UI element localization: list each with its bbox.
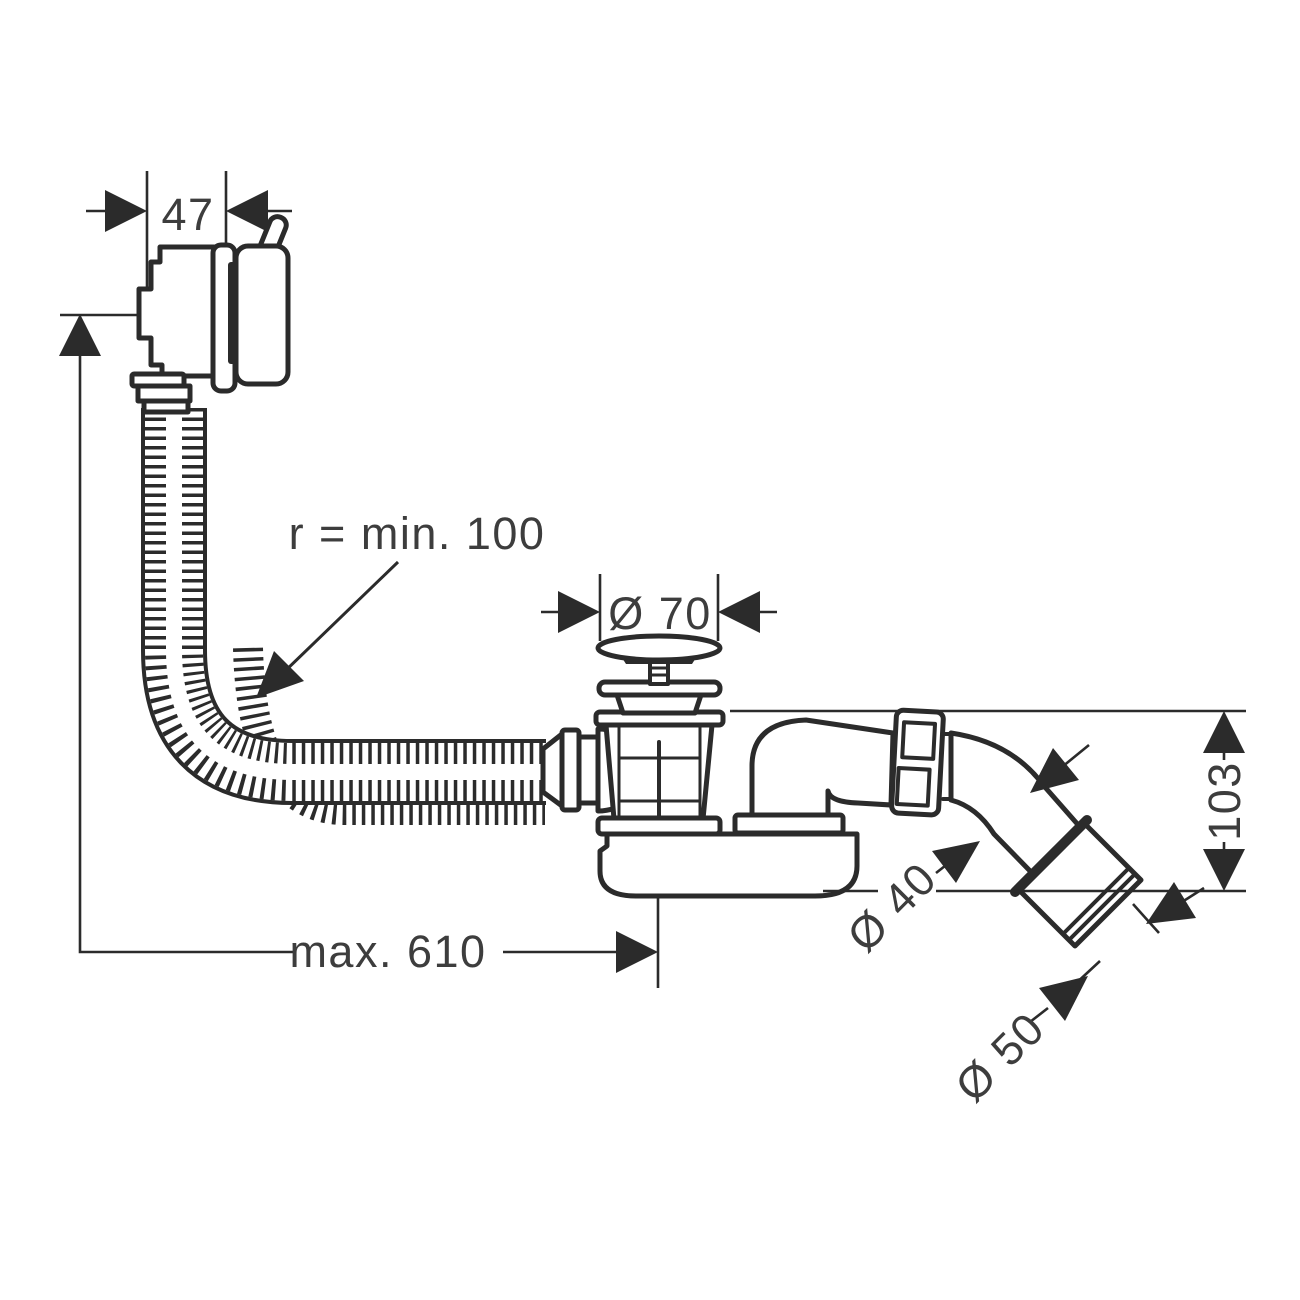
dim-50-arrowhead-b bbox=[1146, 882, 1196, 924]
dim-50-tick-b bbox=[1132, 903, 1160, 934]
dim-label-47: 47 bbox=[161, 189, 214, 240]
dim-103-arrowhead-down bbox=[1203, 849, 1245, 891]
overflow-rotary-knob bbox=[233, 243, 291, 387]
dim-50-arrowhead-a bbox=[1039, 976, 1088, 1021]
dim-70-extension-lines bbox=[598, 574, 720, 641]
dim-610-line-left bbox=[78, 330, 296, 954]
hose-ribs bbox=[145, 408, 546, 801]
overflow-nut-lower bbox=[141, 398, 191, 415]
dim-label-103: 103 bbox=[1199, 761, 1250, 841]
dim-103-arrowhead-up bbox=[1203, 711, 1245, 753]
dim-50-arrow-tail-a bbox=[1029, 1006, 1049, 1024]
dimension-diameter-70: Ø 70 bbox=[541, 574, 777, 641]
dim-50-arrow-tail-b bbox=[1181, 886, 1205, 904]
hose-adapter-taper bbox=[540, 731, 565, 809]
trap-right-flange bbox=[732, 812, 846, 836]
dim-40-arrow-tail-b bbox=[1061, 743, 1090, 769]
overflow-unit bbox=[129, 214, 291, 415]
trap-bowl bbox=[597, 831, 860, 899]
hose-outline bbox=[141, 408, 546, 805]
union-nut bbox=[889, 707, 946, 818]
socket-end-face-lines bbox=[1061, 866, 1137, 942]
dim-label-diameter-50: Ø 50 bbox=[945, 1002, 1054, 1111]
dim-label-bend-radius: r = min. 100 bbox=[289, 508, 546, 559]
dim-40-arrowhead-a bbox=[932, 841, 980, 883]
dimension-103: 103 bbox=[730, 709, 1250, 893]
waste-plug-cap bbox=[595, 633, 723, 663]
dim-610-arrowhead-right bbox=[616, 931, 658, 973]
dim-610-arrowhead-up bbox=[59, 314, 101, 356]
plug-stem-ribs bbox=[648, 666, 670, 677]
outlet-assembly bbox=[749, 707, 1144, 949]
dim-47-extension-lines bbox=[145, 171, 228, 290]
hose-body bbox=[145, 408, 546, 801]
dim-40-arrowhead-b bbox=[1030, 748, 1079, 793]
union-nut-thread-lower bbox=[894, 766, 932, 808]
hose-highlight-stripe bbox=[166, 408, 546, 780]
dim-label-diameter-70: Ø 70 bbox=[608, 588, 712, 639]
dim-70-arrowhead-right bbox=[718, 591, 760, 633]
dim-label-max-610: max. 610 bbox=[289, 926, 486, 977]
waste-trap-assembly bbox=[540, 633, 860, 899]
angled-outlet-pipe bbox=[948, 730, 1083, 877]
overflow-body bbox=[136, 244, 219, 379]
dimension-max-610: max. 610 bbox=[59, 313, 660, 988]
outlet-elbow bbox=[749, 717, 896, 818]
dimension-47: 47 bbox=[86, 171, 292, 290]
hose-adapter-ring bbox=[559, 727, 582, 813]
annotation-bend-radius: r = min. 100 bbox=[256, 508, 546, 698]
hose-inner-rib-band bbox=[233, 647, 545, 825]
dim-47-arrowhead-left bbox=[105, 190, 147, 232]
socket-shoulder bbox=[1010, 815, 1092, 897]
union-nut-thread-upper bbox=[900, 720, 938, 761]
flexible-overflow-hose bbox=[141, 408, 546, 825]
dim-70-arrowhead-left bbox=[558, 591, 600, 633]
radius-leader-arrowhead bbox=[256, 651, 304, 698]
dim-47-arrowhead-right bbox=[226, 190, 268, 232]
strainer-neck bbox=[614, 692, 704, 716]
radius-leader-line bbox=[280, 560, 400, 676]
